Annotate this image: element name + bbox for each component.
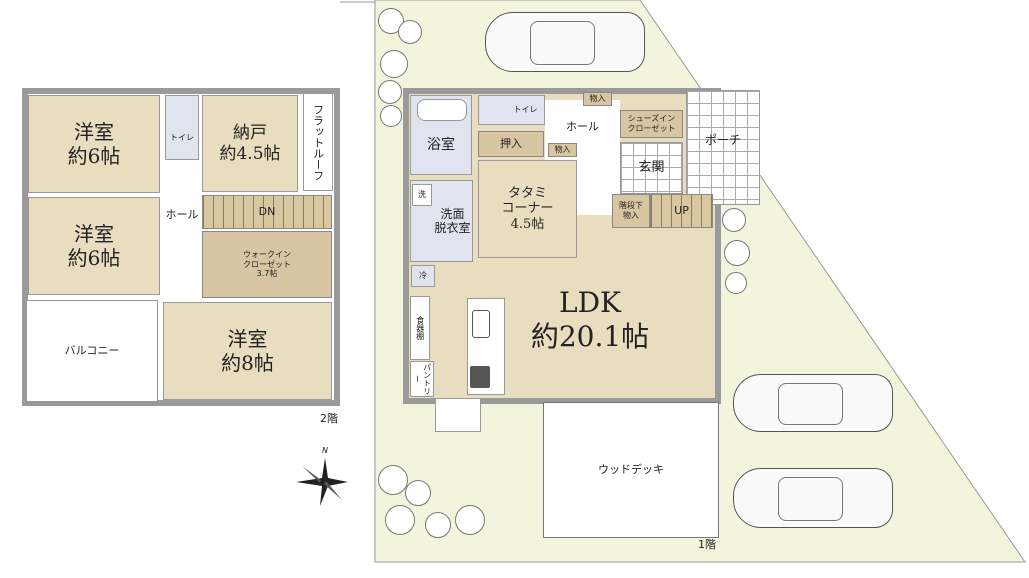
room-ldk: LDK 約20.1帖 [530,286,650,353]
floor2-label: 2階 [320,412,338,425]
tree-icon [385,505,415,535]
closet-oshiire: 押入 [478,131,544,157]
entrance: 玄関 [620,142,683,194]
stairs-down: DN [202,195,332,229]
balcony: バルコニー [26,300,158,402]
tree-icon [380,50,408,78]
washer: 洗 [412,184,432,206]
storage-1: 物入 [548,143,577,157]
compass-north: N [322,446,328,455]
tree-icon [378,80,402,104]
parked-car [733,374,893,432]
tree-icon [378,465,408,495]
room-storage: 納戸 約4.5帖 [202,95,298,192]
tree-icon [405,480,431,506]
parked-car [733,468,893,528]
stove-icon [470,366,490,388]
fridge: 冷 [411,265,435,287]
tree-icon [425,512,451,538]
cupboard: 食器棚 [410,296,430,360]
under-stairs-storage: 階段下 物入 [612,194,650,228]
tree-icon [455,505,485,535]
compass-icon [296,458,348,506]
bathtub-icon [417,99,467,121]
room-toilet-2f: トイレ [165,95,199,160]
room-western-3: 洋室 約8帖 [163,302,332,400]
tree-icon [724,240,750,266]
room-tatami: タタミ コーナー 4.5帖 [478,160,577,258]
porch: ポーチ [686,90,760,205]
tree-icon [722,208,746,232]
floor1-label: 1階 [698,538,716,551]
room-western-2: 洋室 約6帖 [28,197,160,295]
room-toilet-1f: トイレ [478,95,545,125]
shoe-in-closet: シューズイン クローゼット [620,110,683,138]
storage-2: 物入 [583,92,612,106]
flat-roof: フラットルーフ [303,93,333,191]
sink-icon [472,310,490,338]
wood-deck: ウッドデッキ [543,402,719,538]
tree-icon [398,20,422,44]
parked-car [485,12,645,72]
stairs-up: UP [650,194,713,228]
walk-in-closet: ウォークイン クローゼット 3.7帖 [202,231,332,298]
tree-icon [725,272,747,294]
pantry: パントリー [410,361,434,397]
room-western-1: 洋室 約6帖 [28,95,160,193]
back-door [435,398,481,432]
hall-2f: ホール [165,208,199,222]
tree-icon [380,105,402,127]
